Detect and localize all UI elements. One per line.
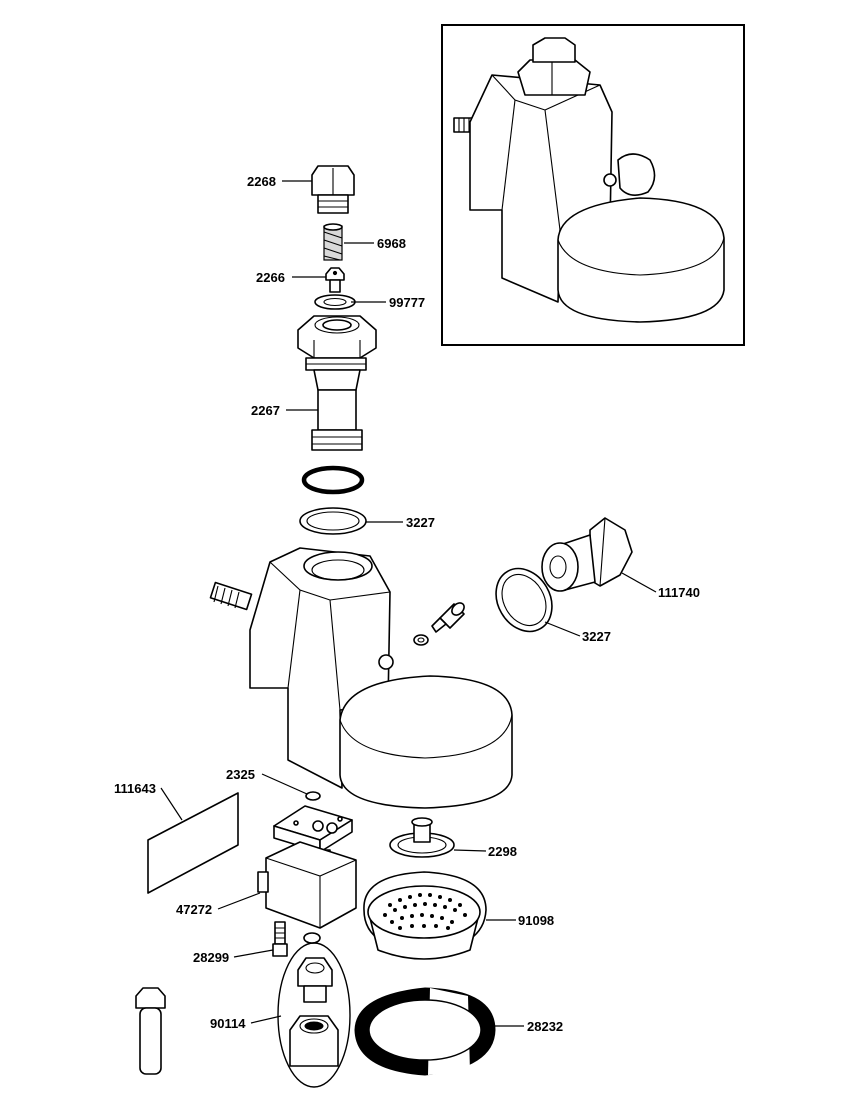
part-2325-oring [305, 791, 321, 801]
label-28299: 28299 [193, 950, 229, 965]
label-47272: 47272 [176, 902, 212, 917]
part-2268-cap [311, 165, 355, 214]
label-90114: 90114 [210, 1016, 246, 1031]
label-91098: 91098 [518, 913, 554, 928]
part-91098-basket [363, 871, 487, 960]
part-28299-screw [272, 921, 288, 957]
label-3227-lower: 3227 [582, 629, 611, 644]
part-28232-gasket [354, 987, 496, 1076]
part-3227-gasket-upper [299, 507, 367, 535]
label-6968: 6968 [377, 236, 406, 251]
leader-lines [160, 180, 657, 1027]
label-111740: 111740 [658, 585, 700, 600]
main-body [209, 547, 513, 809]
main-body-stud [209, 581, 253, 611]
label-2267: 2267 [251, 403, 280, 418]
label-2266: 2266 [256, 270, 285, 285]
part-90114-adapters [277, 942, 351, 1088]
part-screw-small [413, 602, 465, 646]
label-2298: 2298 [488, 844, 517, 859]
part-47272-valve [257, 805, 357, 944]
part-long-bolt [135, 987, 166, 1075]
part-99777-washer [314, 294, 356, 310]
inset-group-head [557, 197, 725, 323]
part-2298-dispersion [389, 817, 455, 858]
part-111740-plug [541, 517, 633, 592]
part-2267-fitting [297, 315, 377, 451]
label-28232: 28232 [527, 1019, 563, 1034]
part-labels: 2268 6968 2266 99777 2267 3227 111740 32… [114, 174, 700, 1034]
inset-assembled-view [441, 24, 745, 346]
part-oring-black [301, 465, 365, 495]
label-2268: 2268 [247, 174, 276, 189]
inset-body [469, 74, 613, 303]
part-3227-gasket-lower [495, 567, 553, 633]
part-6968-mesh-filter [323, 223, 343, 261]
label-3227-upper: 3227 [406, 515, 435, 530]
part-111643-label [147, 792, 239, 894]
label-111643: 111643 [114, 781, 156, 796]
basket-holes [383, 893, 467, 930]
part-2266-jet [325, 267, 345, 293]
label-99777: 99777 [389, 295, 425, 310]
label-2325: 2325 [226, 767, 255, 782]
